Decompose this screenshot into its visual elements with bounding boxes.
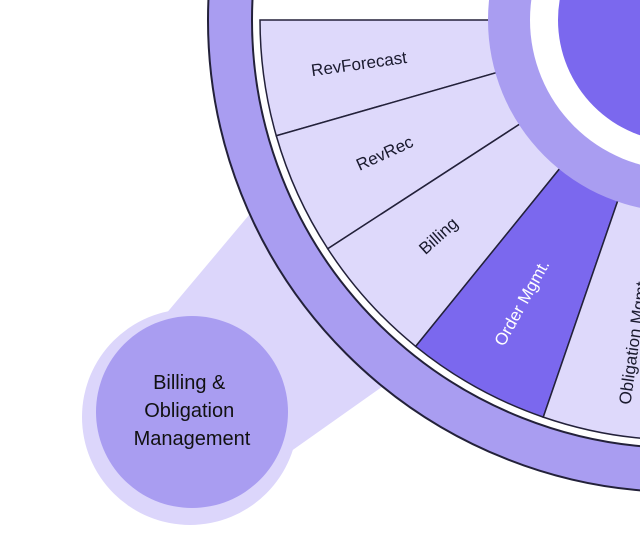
wheel-core bbox=[558, 0, 640, 136]
hub-label-line-1: Billing & bbox=[153, 372, 226, 394]
hub-label-line-2: Obligation bbox=[144, 400, 234, 422]
hub-inner-circle[interactable] bbox=[96, 316, 288, 508]
hub-label: Billing & Obligation Management bbox=[134, 372, 251, 450]
hub-label-line-3: Management bbox=[134, 428, 251, 450]
